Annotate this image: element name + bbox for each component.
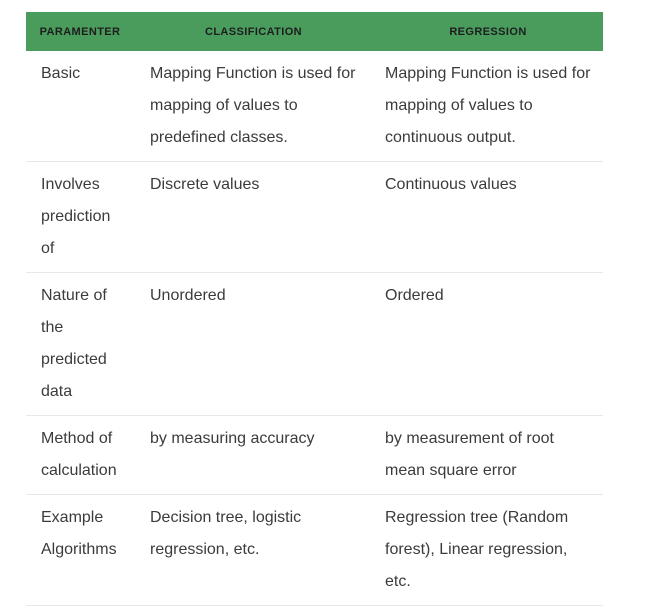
table-row-nature-of-data: Nature of the predicted data Unordered O… xyxy=(26,273,603,416)
cell-parameter: Method of calculation xyxy=(41,430,117,479)
table-row-involves-prediction: Involves prediction of Discrete values C… xyxy=(26,162,603,273)
header-cell-parameter: PARAMENTER xyxy=(39,25,121,38)
table-header-row: PARAMENTER CLASSIFICATION REGRESSION xyxy=(26,12,603,51)
cell-regression: by measurement of root mean square error xyxy=(385,430,554,479)
cell-regression: Regression tree (Random forest), Linear … xyxy=(385,509,569,590)
cell-regression: Mapping Function is used for mapping of … xyxy=(385,65,591,146)
table-row-basic: Basic Mapping Function is used for mappi… xyxy=(26,51,603,162)
comparison-table: PARAMENTER CLASSIFICATION REGRESSION Bas… xyxy=(26,12,603,606)
cell-classification: Discrete values xyxy=(150,176,260,193)
table-row-method-of-calculation: Method of calculation by measuring accur… xyxy=(26,416,603,495)
cell-parameter: Basic xyxy=(41,65,81,82)
cell-classification: Mapping Function is used for mapping of … xyxy=(150,65,356,146)
header-cell-regression: REGRESSION xyxy=(449,25,527,38)
cell-regression: Continuous values xyxy=(385,176,517,193)
cell-parameter: Involves prediction of xyxy=(41,176,111,257)
cell-classification: by measuring accuracy xyxy=(150,430,315,447)
cell-classification: Unordered xyxy=(150,287,226,304)
cell-parameter: Nature of the predicted data xyxy=(41,287,107,400)
cell-classification: Decision tree, logistic regression, etc. xyxy=(150,509,302,558)
cell-regression: Ordered xyxy=(385,287,444,304)
header-cell-classification: CLASSIFICATION xyxy=(204,25,303,38)
table-row-example-algorithms: Example Algorithms Decision tree, logist… xyxy=(26,495,603,606)
cell-parameter: Example Algorithms xyxy=(41,509,117,558)
